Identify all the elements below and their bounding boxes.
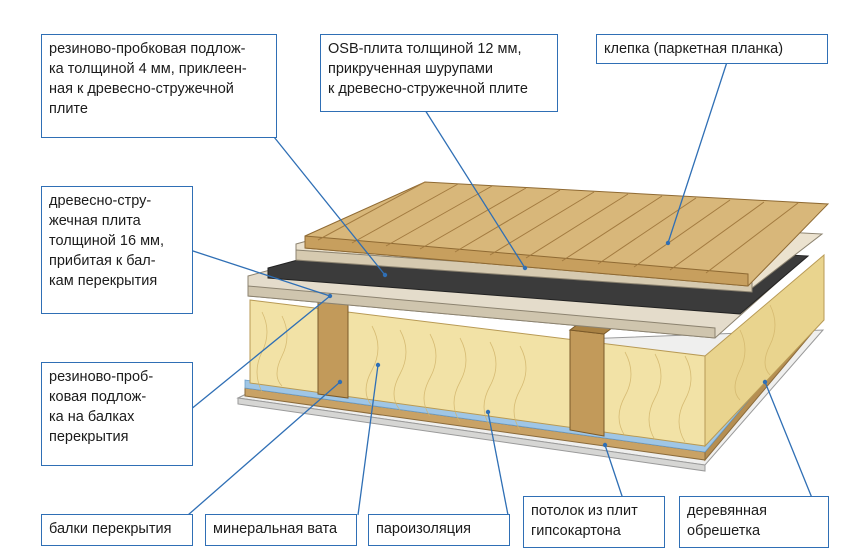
leader-line-dots	[327, 240, 768, 448]
drywall-ceiling-edge	[237, 397, 706, 472]
leader-lines	[187, 61, 813, 516]
floor-beam-left	[317, 299, 349, 399]
callout-drywall-ceiling: потолок из плит гипсокартона	[523, 496, 665, 548]
mineral-wool-texture	[256, 304, 776, 443]
chipboard-layer-edge	[247, 285, 716, 339]
callout-rubber-cork-underlay-4mm: резиново-пробковая подлож- ка толщиной 4…	[41, 34, 277, 138]
callout-rubber-cork-underlay-on-beams: резиново-проб- ковая подлож- ка на балка…	[41, 362, 193, 466]
callout-floor-beams: балки перекрытия	[41, 514, 193, 546]
mineral-wool-side	[704, 253, 825, 448]
callout-osb-12mm: OSB-плита толщиной 12 мм, прикрученная ш…	[320, 34, 558, 112]
callout-chipboard-16mm: древесно-стру- жечная плита толщиной 16 …	[41, 186, 193, 314]
parquet-layer-edge	[304, 235, 749, 287]
callout-parquet-plank: клепка (паркетная планка)	[596, 34, 828, 64]
callout-wooden-battens: деревянная обрешетка	[679, 496, 829, 548]
floor-beam-right	[569, 329, 605, 437]
callout-mineral-wool: минеральная вата	[205, 514, 357, 546]
callout-vapor-barrier: пароизоляция	[368, 514, 510, 546]
